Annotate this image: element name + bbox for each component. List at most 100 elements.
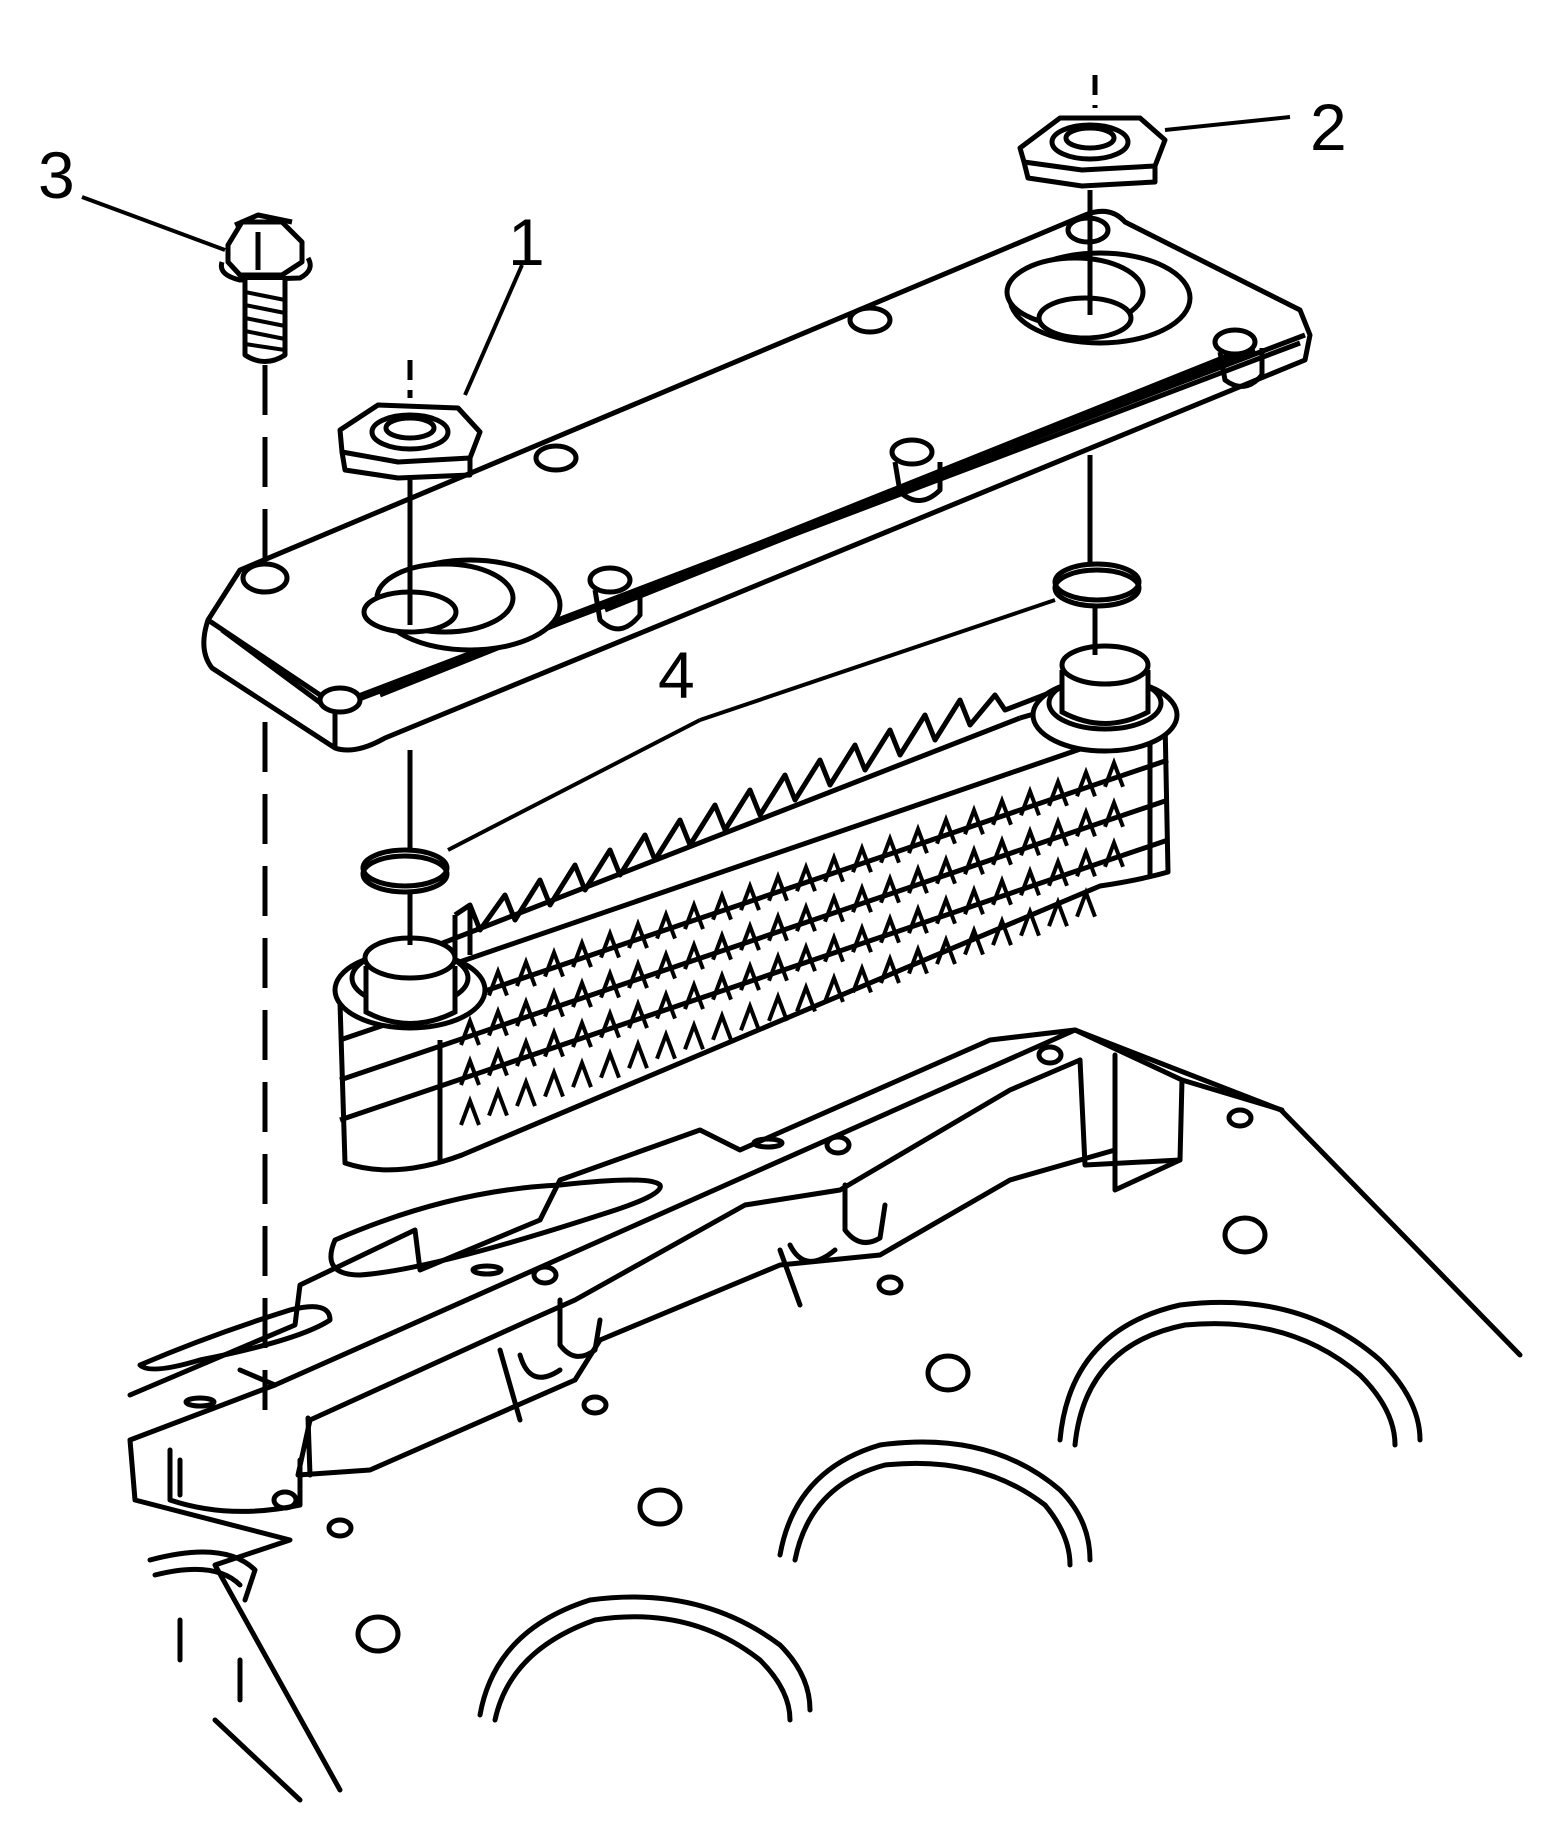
fin-triangle <box>907 823 929 854</box>
fin-triangle <box>1047 816 1069 847</box>
cooler-fins <box>459 757 1125 1126</box>
fin-triangle <box>543 946 565 978</box>
seal-front <box>360 847 450 895</box>
fin-triangle <box>599 1007 621 1039</box>
fin-triangle <box>683 979 705 1010</box>
fin-triangle <box>487 1085 509 1117</box>
fin-triangle <box>991 875 1013 906</box>
fin-triangle <box>879 833 901 864</box>
fin-triangle <box>655 948 677 980</box>
fin-triangle <box>599 967 621 999</box>
fin-triangle <box>571 937 593 968</box>
fin-triangle <box>655 908 677 940</box>
fin-triangle <box>795 981 817 1013</box>
fin-triangle <box>767 870 789 902</box>
cooler-port-rear <box>1030 643 1180 754</box>
fin-triangle <box>823 931 845 963</box>
fin-triangle <box>1103 837 1125 868</box>
fin-triangle <box>879 873 901 904</box>
fin-triangle <box>683 899 705 930</box>
callout-leaders <box>81 115 1291 852</box>
fin-triangle <box>1075 766 1097 797</box>
fin-triangle <box>487 1045 509 1077</box>
fin-triangle <box>991 915 1013 946</box>
fin-triangle <box>739 960 761 991</box>
fin-triangle <box>879 953 901 984</box>
fin-triangle <box>1047 896 1069 927</box>
fin-triangle <box>823 851 845 883</box>
fin-triangle <box>935 814 957 845</box>
callout-1: 1 <box>508 205 545 279</box>
fin-triangle <box>1019 785 1041 816</box>
fin-triangle <box>739 880 761 911</box>
fin-triangle <box>627 958 649 989</box>
fin-triangle <box>739 1000 761 1032</box>
fin-triangle <box>907 943 929 975</box>
callout-3: 3 <box>38 138 75 212</box>
fin-triangle <box>515 956 537 987</box>
fin-triangle <box>963 844 985 875</box>
fin-triangle <box>599 1047 621 1079</box>
fin-triangle <box>571 977 593 1008</box>
fin-triangle <box>907 863 929 894</box>
fin-triangle <box>487 965 509 997</box>
fin-triangle <box>851 962 873 994</box>
fin-triangle <box>963 804 985 835</box>
engine-block <box>127 1027 1523 1803</box>
fin-triangle <box>1103 757 1125 788</box>
fin-triangle <box>571 1017 593 1048</box>
fin-triangle <box>515 996 537 1027</box>
fin-triangle <box>1075 887 1097 918</box>
oil-cooler-adapter <box>201 208 1313 753</box>
fin-triangle <box>739 920 761 951</box>
fin-triangle <box>991 835 1013 866</box>
fin-triangle <box>627 1038 649 1069</box>
fin-triangle <box>627 918 649 949</box>
fin-triangle <box>767 991 789 1022</box>
fin-triangle <box>991 795 1013 826</box>
alignment-lines <box>262 75 1098 1410</box>
fin-triangle <box>459 1095 481 1126</box>
fin-triangle <box>823 972 845 1003</box>
fin-triangle <box>795 901 817 932</box>
fin-triangle <box>1047 856 1069 887</box>
fin-triangle <box>1075 846 1097 877</box>
fin-triangle <box>767 910 789 942</box>
fin-triangle <box>823 891 845 923</box>
fin-triangle <box>1019 825 1041 856</box>
fin-triangle <box>711 1010 733 1041</box>
fin-triangle <box>459 1055 481 1086</box>
fin-triangle <box>543 1066 565 1098</box>
fin-triangle <box>963 884 985 915</box>
nut-2 <box>1017 115 1168 189</box>
fin-triangle <box>711 929 733 961</box>
fin-triangle <box>963 924 985 956</box>
fin-triangle <box>655 1029 677 1060</box>
fin-triangle <box>683 939 705 970</box>
fin-triangle <box>711 889 733 921</box>
fin-triangle <box>935 894 957 925</box>
fin-triangle <box>851 882 873 913</box>
cooler-port-front <box>332 935 488 1031</box>
fin-triangle <box>515 1036 537 1067</box>
fin-triangle <box>851 842 873 873</box>
seal-rear <box>1052 561 1142 609</box>
fin-triangle <box>1047 776 1069 807</box>
fin-triangle <box>1075 806 1097 837</box>
fin-triangle <box>543 986 565 1018</box>
nut-1 <box>337 402 483 481</box>
fin-triangle <box>795 941 817 972</box>
fin-triangle <box>711 969 733 1001</box>
fin-triangle <box>655 988 677 1020</box>
callout-4: 4 <box>658 638 695 712</box>
fin-triangle <box>767 950 789 982</box>
fin-triangle <box>1103 797 1125 828</box>
fin-triangle <box>571 1057 593 1088</box>
fin-triangle <box>879 913 901 944</box>
callout-2: 2 <box>1310 90 1347 164</box>
fin-triangle <box>487 1005 509 1037</box>
oil-cooler-core <box>337 682 1171 1173</box>
fin-triangle <box>515 1076 537 1107</box>
fin-triangle <box>795 861 817 892</box>
